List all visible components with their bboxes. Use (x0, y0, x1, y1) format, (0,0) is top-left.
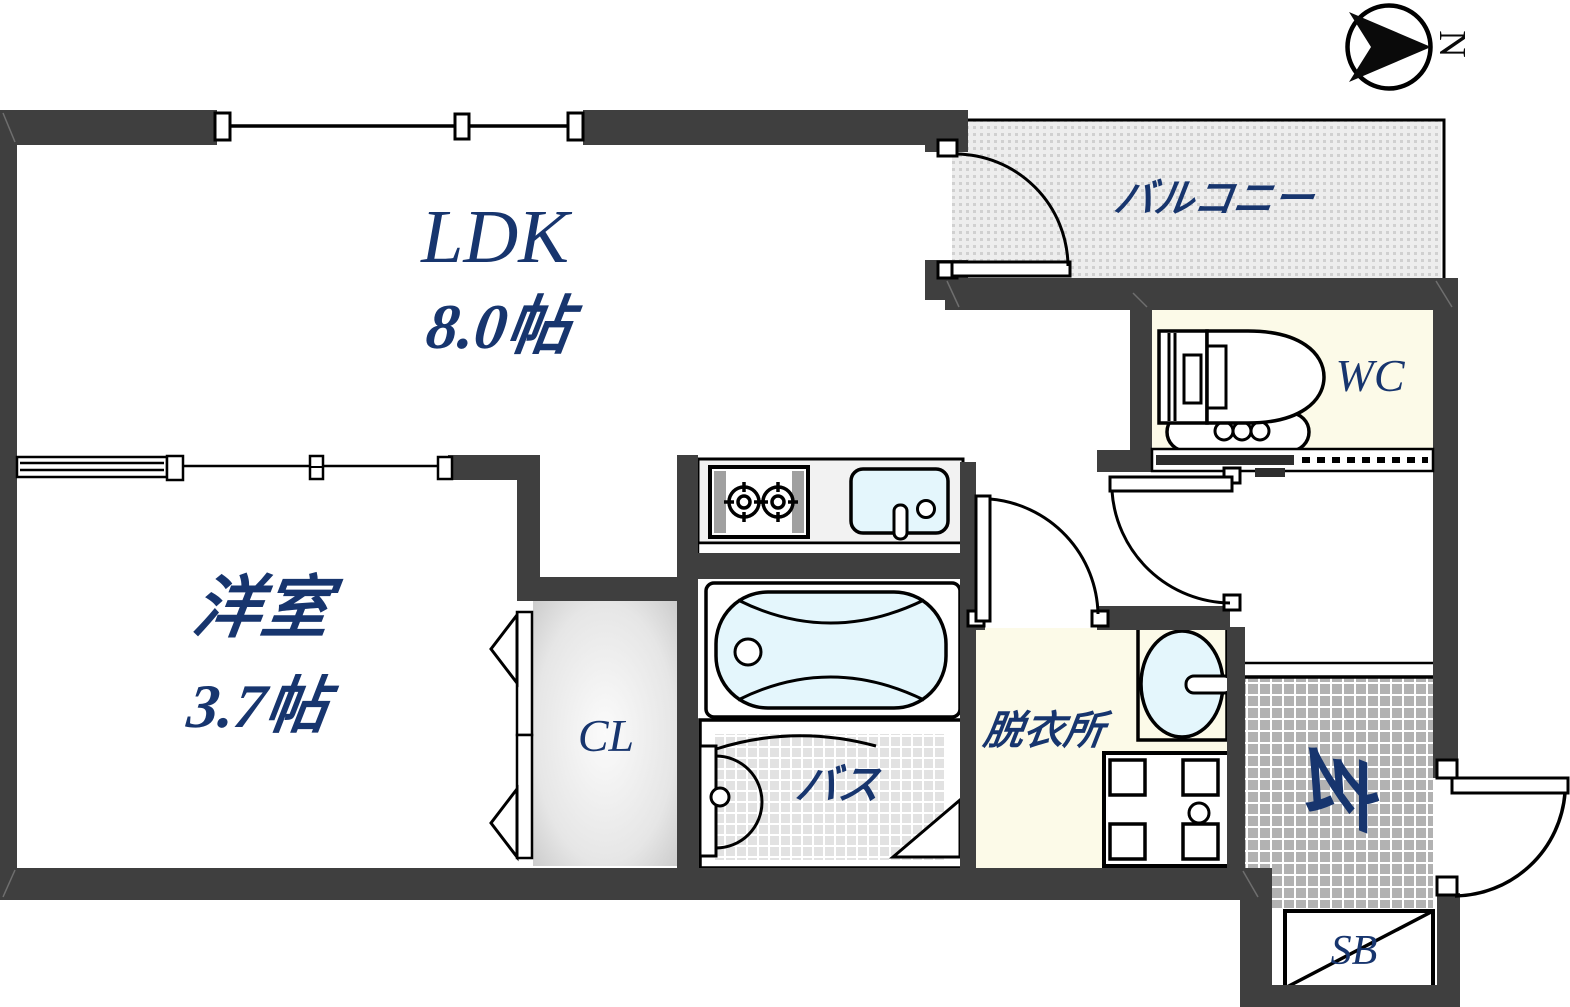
room-label-bath: バス (792, 763, 884, 809)
room-label-wc: WC (1335, 350, 1405, 401)
room-label-dressing-room: 脱衣所 (980, 708, 1108, 753)
dressing-room-door (966, 494, 1110, 628)
bath-folding-door-icon (698, 744, 764, 858)
walls (0, 110, 1460, 1007)
stove-icon (708, 465, 810, 539)
north-arrow-icon (1349, 12, 1431, 82)
entrance-door (1435, 758, 1570, 898)
balcony-area (950, 118, 1446, 284)
wall-miter-seams (2, 112, 1453, 898)
wash-basin-icon (1136, 626, 1234, 742)
washer-pan-icon (1102, 751, 1231, 868)
shoe-box-icon (1283, 909, 1435, 990)
room-size-ldk: 8.0帖 (422, 291, 577, 362)
bathtub-icon (704, 581, 962, 719)
closet-bifold-door-icon (489, 610, 534, 862)
wc-sliding-door (1150, 447, 1435, 477)
closet-floor (533, 601, 677, 866)
room-label-entrance: 玄 (1295, 734, 1382, 826)
room-label-closet: CL (577, 710, 635, 761)
entrance-step (1245, 661, 1433, 679)
room-size-western-room: 3.7帖 (183, 673, 333, 741)
compass-n-label: N (1431, 30, 1473, 57)
bath-room (698, 718, 965, 870)
bath-door-arc (715, 734, 877, 751)
room-label-western-room: 洋室 (188, 570, 336, 646)
room-label-shoe-box: SB (1330, 928, 1378, 974)
room-label-ldk: LDK (421, 195, 569, 279)
hall-door (1108, 466, 1242, 612)
ldk-window (213, 111, 585, 142)
entrance-tile-floor (1245, 678, 1433, 908)
room-label-balcony: バルコニー (1111, 176, 1317, 221)
toilet-icon (1157, 329, 1326, 453)
compass: N (1345, 3, 1473, 91)
kitchen-counter (696, 457, 965, 557)
sliding-partition (15, 454, 454, 482)
kitchen-sink-icon (849, 467, 950, 541)
balcony-door (936, 138, 1072, 280)
